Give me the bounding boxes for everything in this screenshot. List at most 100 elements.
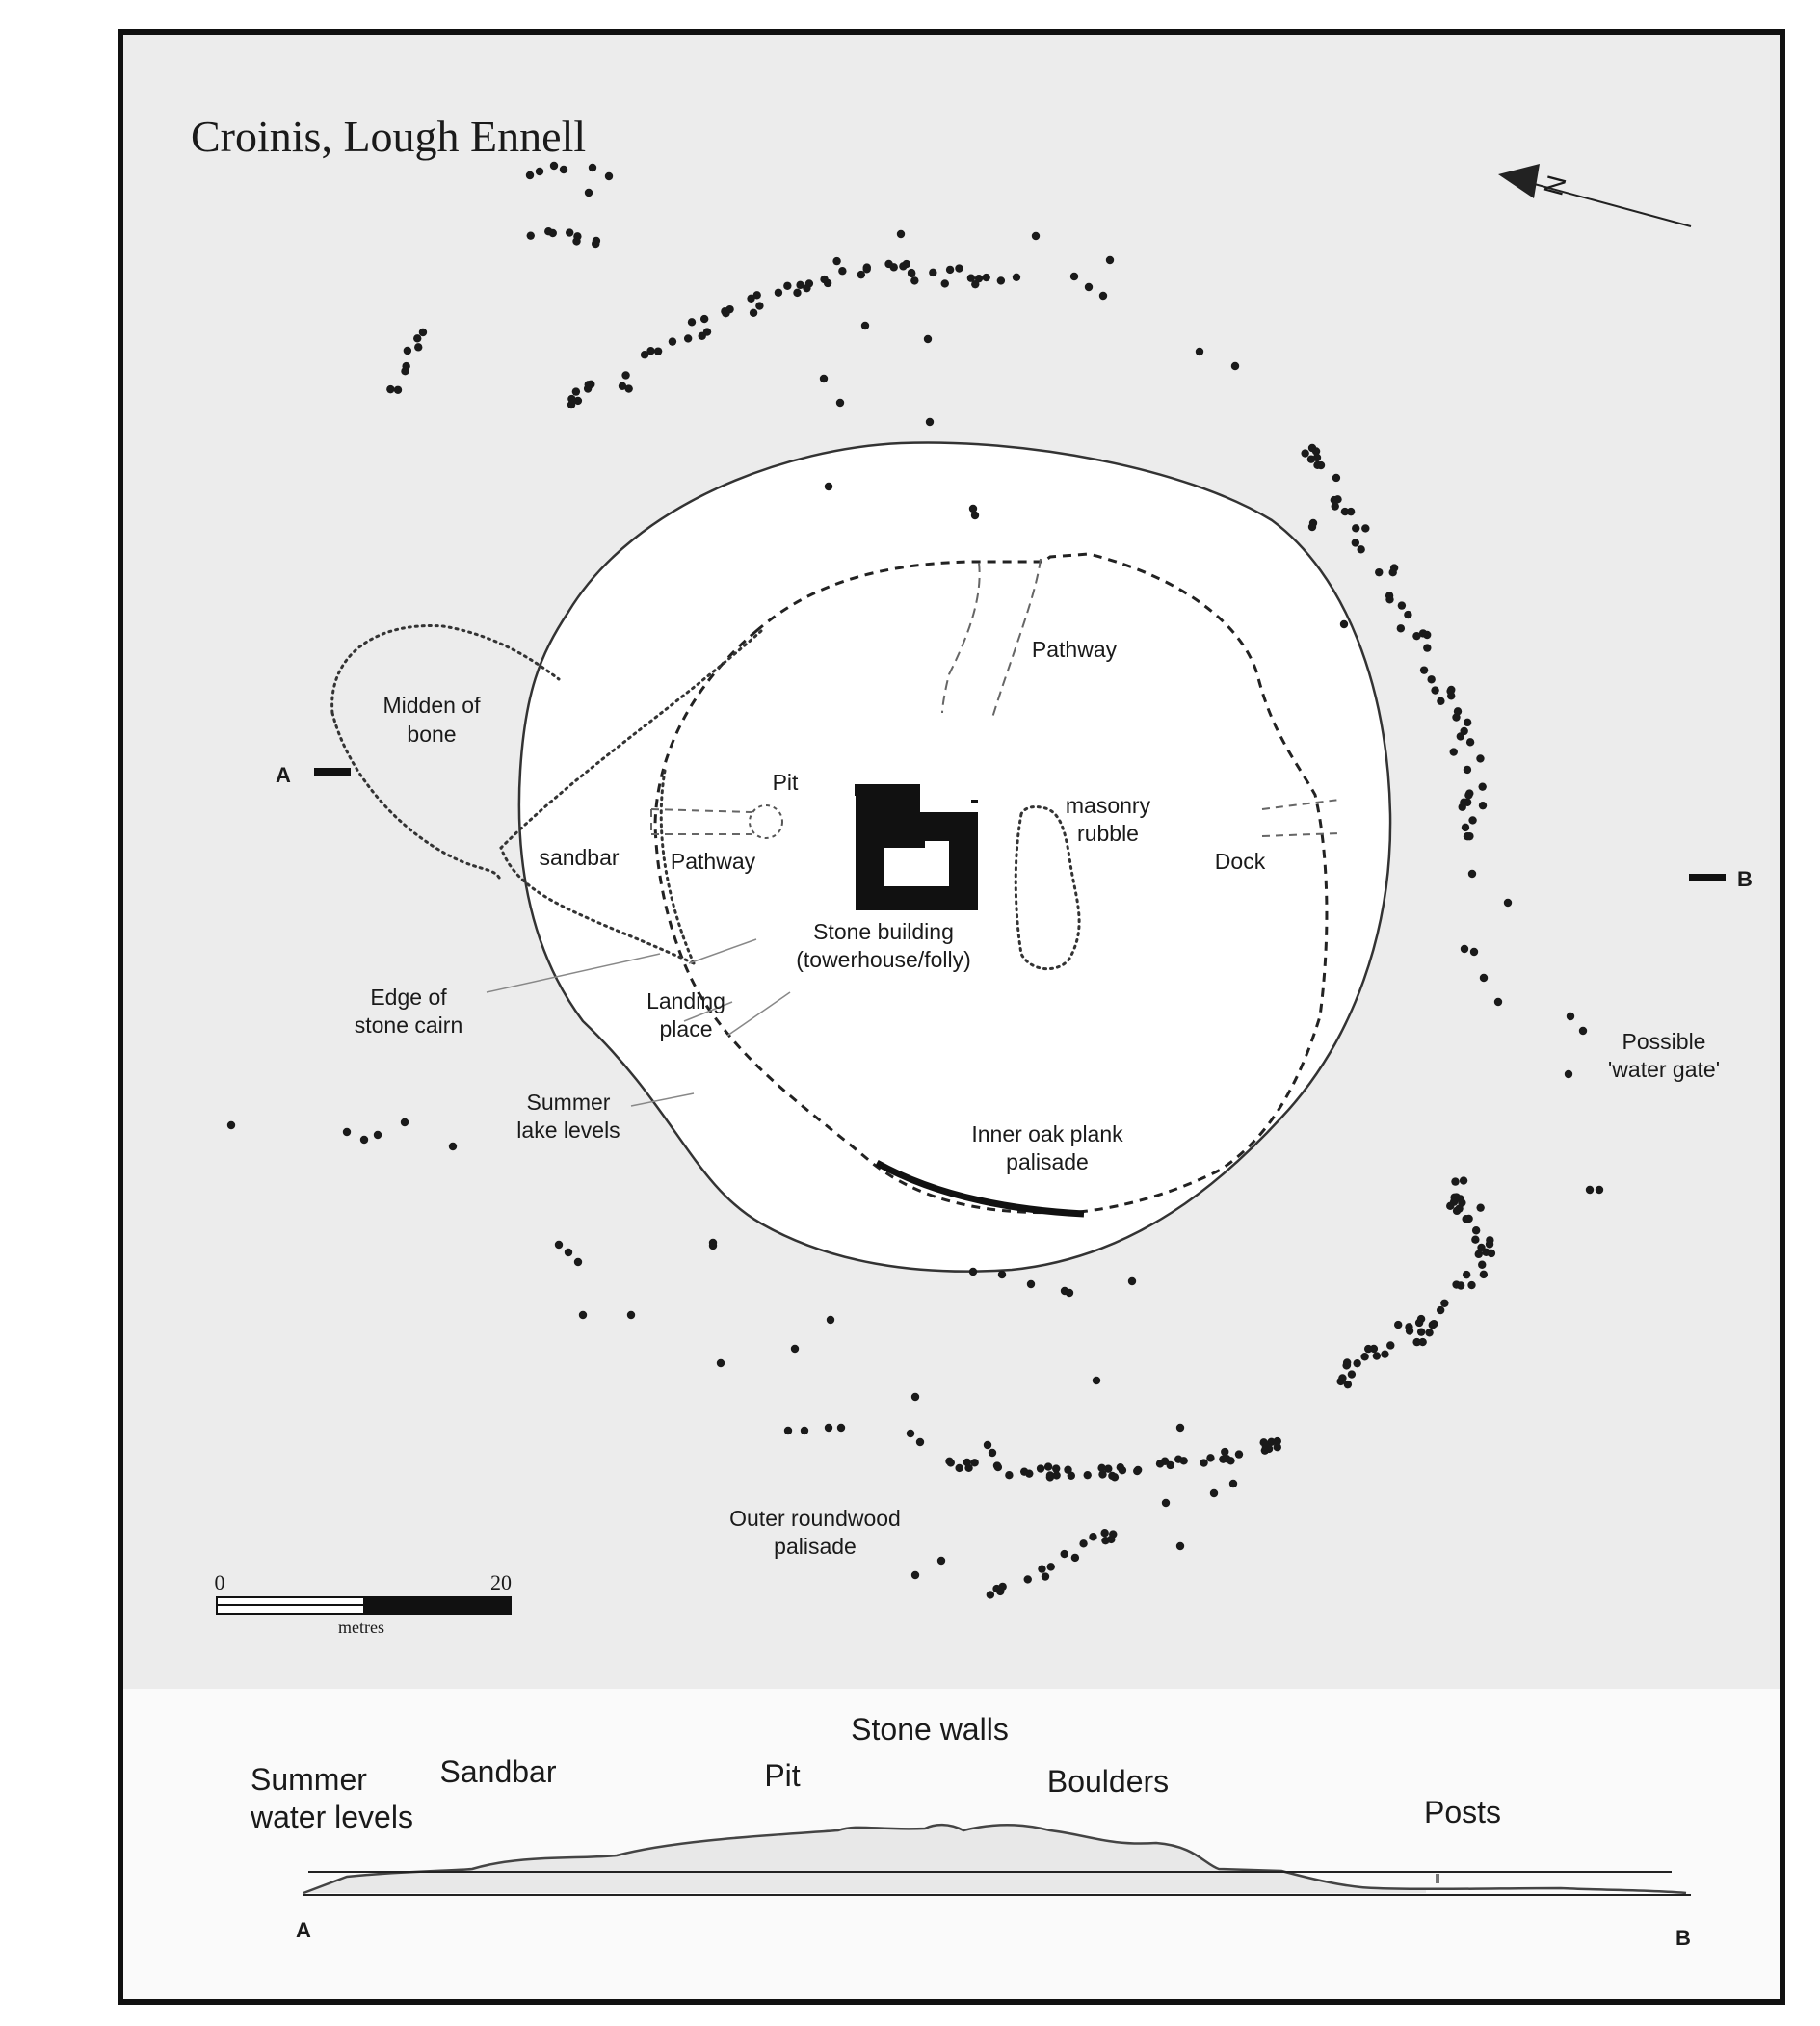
post-hole (1430, 1319, 1438, 1329)
post-hole (1347, 1370, 1357, 1379)
post-holes (226, 161, 1604, 1599)
post-hole (1595, 1185, 1604, 1195)
post-hole (668, 337, 677, 346)
post-hole (414, 343, 423, 352)
edge-cairn-label-line2: stone cairn (355, 1013, 463, 1038)
post-hole (1301, 449, 1309, 458)
post-hole (1273, 1443, 1281, 1452)
post-hole (1419, 666, 1429, 674)
post-hole (535, 167, 544, 176)
post-hole (1234, 1450, 1244, 1459)
post-hole (1351, 539, 1360, 547)
post-hole (955, 1463, 963, 1473)
post-hole (1388, 568, 1397, 577)
section-b-tick (1689, 874, 1726, 881)
post-hole (945, 265, 955, 275)
post-hole (1052, 1471, 1061, 1480)
post-hole (1046, 1563, 1055, 1571)
post-hole (1455, 1204, 1464, 1213)
post-hole (936, 1556, 946, 1566)
post-hole (832, 256, 841, 266)
post-hole (793, 288, 802, 298)
post-hole (564, 1248, 573, 1257)
post-hole (1038, 1565, 1046, 1573)
post-hole (1478, 801, 1488, 810)
post-hole (1206, 1454, 1215, 1462)
post-hole (968, 504, 978, 513)
post-hole (698, 331, 706, 341)
post-hole (1041, 1572, 1050, 1581)
post-hole (1343, 1380, 1353, 1389)
post-hole (1043, 1462, 1053, 1471)
post-hole (624, 384, 633, 393)
post-hole (836, 1423, 846, 1433)
post-hole (549, 161, 559, 171)
post-hole (1267, 1437, 1276, 1447)
map-title: Croinis, Lough Ennell (191, 112, 586, 161)
post-hole (998, 1582, 1007, 1592)
post-hole (1476, 1203, 1485, 1212)
post-hole (1469, 947, 1479, 957)
masonry-rubble-outline (1014, 805, 1081, 971)
post-hole (986, 1591, 995, 1599)
post-hole (1474, 1250, 1483, 1259)
post-hole (400, 1118, 409, 1127)
post-hole (1471, 1235, 1480, 1244)
post-hole (1353, 1358, 1361, 1368)
post-hole (567, 400, 576, 409)
post-hole (1440, 1299, 1449, 1307)
post-hole (1089, 1533, 1097, 1541)
post-hole (1478, 1260, 1487, 1269)
post-hole (997, 1270, 1007, 1279)
post-hole (544, 227, 553, 236)
scale-min-label: 0 (215, 1570, 225, 1594)
post-hole (226, 1120, 236, 1130)
post-hole (862, 265, 871, 274)
post-hole (1437, 697, 1445, 705)
post-hole (1331, 502, 1339, 511)
post-hole (1416, 1314, 1426, 1324)
post-hole (915, 1437, 925, 1447)
post-hole (819, 374, 829, 383)
post-hole (1179, 1457, 1188, 1465)
post-hole (774, 288, 783, 297)
pit-label: Pit (773, 770, 799, 795)
post-hole (1261, 1442, 1271, 1451)
post-hole (1084, 282, 1094, 292)
inner-palisade-label-line1: Inner oak plank (971, 1121, 1123, 1146)
post-hole (626, 1310, 636, 1320)
post-hole (1227, 1457, 1235, 1465)
post-hole (1045, 1471, 1055, 1480)
profile-b-label: B (1675, 1926, 1691, 1950)
post-hole (1418, 1337, 1427, 1347)
post-hole (1372, 1352, 1382, 1360)
post-hole (1375, 567, 1384, 577)
post-hole (1381, 1350, 1389, 1358)
post-hole (1460, 944, 1469, 954)
post-hole (554, 1240, 564, 1250)
post-hole (857, 270, 866, 279)
post-hole (1333, 495, 1342, 504)
post-hole (1361, 524, 1370, 533)
post-hole (783, 1426, 793, 1435)
post-hole (448, 1142, 458, 1151)
post-hole (800, 1426, 809, 1435)
pathway-north-label: Pathway (1032, 637, 1118, 662)
post-hole (1477, 1243, 1486, 1252)
post-hole (1097, 1463, 1106, 1473)
post-hole (1369, 1344, 1379, 1354)
profile-section: A B (296, 1823, 1691, 1950)
post-hole (946, 1459, 955, 1467)
post-hole (1422, 630, 1432, 640)
profile-ground-line (303, 1823, 1687, 1895)
post-hole (824, 482, 833, 491)
post-hole (835, 398, 845, 408)
scale-max-label: 20 (490, 1570, 512, 1594)
post-hole (996, 276, 1006, 285)
post-hole (1467, 869, 1477, 879)
post-hole (1092, 1376, 1101, 1385)
west-pathway-lines (650, 808, 752, 835)
post-hole (1339, 619, 1349, 629)
post-hole (1463, 765, 1472, 775)
